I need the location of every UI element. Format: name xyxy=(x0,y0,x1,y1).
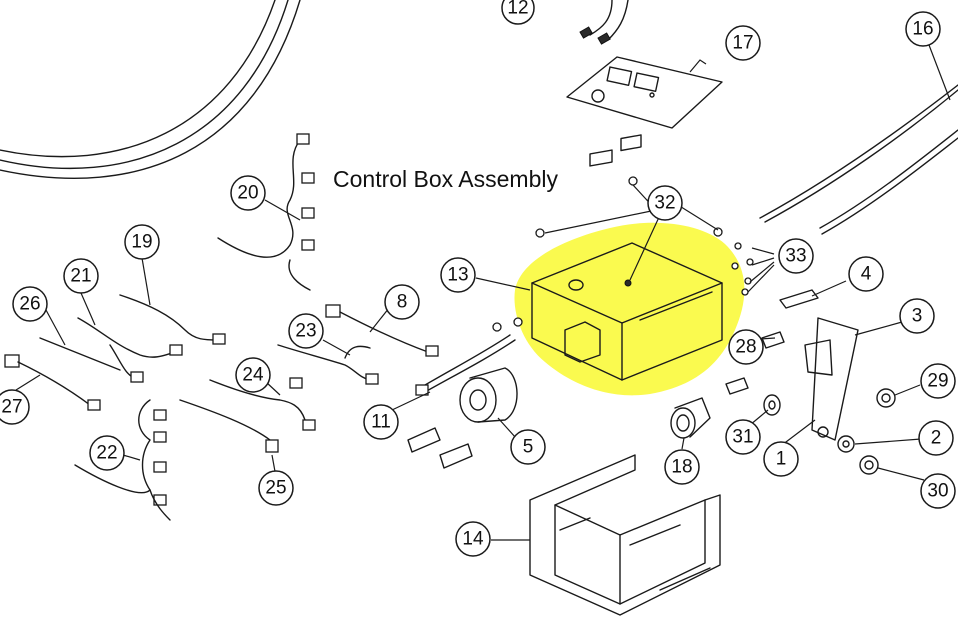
svg-text:25: 25 xyxy=(265,478,286,499)
key-switch xyxy=(407,367,518,469)
svg-text:30: 30 xyxy=(927,481,948,502)
nuts-washers xyxy=(837,388,896,475)
cover-plate xyxy=(566,56,723,129)
callout-2: 2 xyxy=(918,420,954,456)
svg-text:13: 13 xyxy=(447,265,468,286)
long-rod xyxy=(759,84,958,235)
callout-21: 21 xyxy=(63,258,99,294)
callout-32: 32 xyxy=(647,185,683,221)
connector xyxy=(670,397,711,439)
harness-25 xyxy=(179,399,279,453)
svg-text:2: 2 xyxy=(931,428,942,449)
svg-text:17: 17 xyxy=(732,33,753,54)
callout-18: 18 xyxy=(664,449,700,485)
svg-text:26: 26 xyxy=(19,294,40,315)
svg-text:8: 8 xyxy=(397,292,408,313)
callout-14: 14 xyxy=(455,521,491,557)
svg-text:5: 5 xyxy=(523,437,534,458)
diagram-title: Control Box Assembly xyxy=(333,166,558,192)
svg-text:20: 20 xyxy=(237,183,258,204)
svg-text:22: 22 xyxy=(96,443,117,464)
svg-text:28: 28 xyxy=(735,337,756,358)
callout-16: 16 xyxy=(905,11,941,47)
screws xyxy=(535,176,754,296)
callout-26: 26 xyxy=(12,286,48,322)
svg-text:12: 12 xyxy=(507,0,528,19)
callout-8: 8 xyxy=(384,284,420,320)
bottom-tray xyxy=(529,454,721,616)
harness-11 xyxy=(415,317,523,396)
harness-22 xyxy=(74,399,171,521)
callout-22: 22 xyxy=(89,435,125,471)
washer-31 xyxy=(763,394,781,416)
callout-30: 30 xyxy=(920,473,956,509)
callout-5: 5 xyxy=(510,429,546,465)
callout-4: 4 xyxy=(848,256,884,292)
callout-17: 17 xyxy=(725,25,761,61)
svg-text:33: 33 xyxy=(785,246,806,267)
callout-31: 31 xyxy=(725,419,761,455)
harness-23 xyxy=(277,344,379,385)
callout-29: 29 xyxy=(920,363,956,399)
callout-12: 12 xyxy=(501,0,535,25)
callout-20: 20 xyxy=(230,175,266,211)
harness-19 xyxy=(119,294,226,345)
callout-3: 3 xyxy=(899,298,935,334)
callout-27: 27 xyxy=(0,389,30,425)
svg-text:23: 23 xyxy=(295,321,316,342)
svg-text:1: 1 xyxy=(776,449,787,470)
harness-24 xyxy=(209,377,316,431)
callout-25: 25 xyxy=(258,470,294,506)
harness-20 xyxy=(217,133,315,291)
svg-text:16: 16 xyxy=(912,19,933,40)
callout-33: 33 xyxy=(778,238,814,274)
svg-text:18: 18 xyxy=(671,457,692,478)
callout-13: 13 xyxy=(440,257,476,293)
bracket xyxy=(804,317,859,441)
bolts xyxy=(725,331,785,395)
callout-24: 24 xyxy=(235,357,271,393)
wire-harness-top xyxy=(579,0,629,45)
callout-11: 11 xyxy=(363,404,399,440)
callout-28: 28 xyxy=(728,329,764,365)
harness-26 xyxy=(39,337,121,371)
svg-text:27: 27 xyxy=(1,397,22,418)
svg-text:21: 21 xyxy=(70,266,91,287)
harness-21 xyxy=(77,317,183,383)
callout-23: 23 xyxy=(288,313,324,349)
svg-text:29: 29 xyxy=(927,371,948,392)
callout-1: 1 xyxy=(763,441,799,477)
bar-4 xyxy=(779,289,819,309)
svg-text:19: 19 xyxy=(131,232,152,253)
harness-8 xyxy=(325,304,439,357)
harness-27 xyxy=(4,354,101,411)
svg-text:4: 4 xyxy=(861,264,872,285)
leader-lines xyxy=(15,44,951,541)
svg-text:11: 11 xyxy=(371,412,391,433)
control-box xyxy=(531,134,723,381)
svg-text:31: 31 xyxy=(732,427,753,448)
cable-loop-top-left xyxy=(0,0,301,179)
svg-text:24: 24 xyxy=(242,365,264,386)
callout-19: 19 xyxy=(124,224,160,260)
svg-text:14: 14 xyxy=(462,529,484,550)
control-box-highlight xyxy=(514,222,745,396)
svg-text:3: 3 xyxy=(912,306,923,327)
svg-text:32: 32 xyxy=(654,193,675,214)
